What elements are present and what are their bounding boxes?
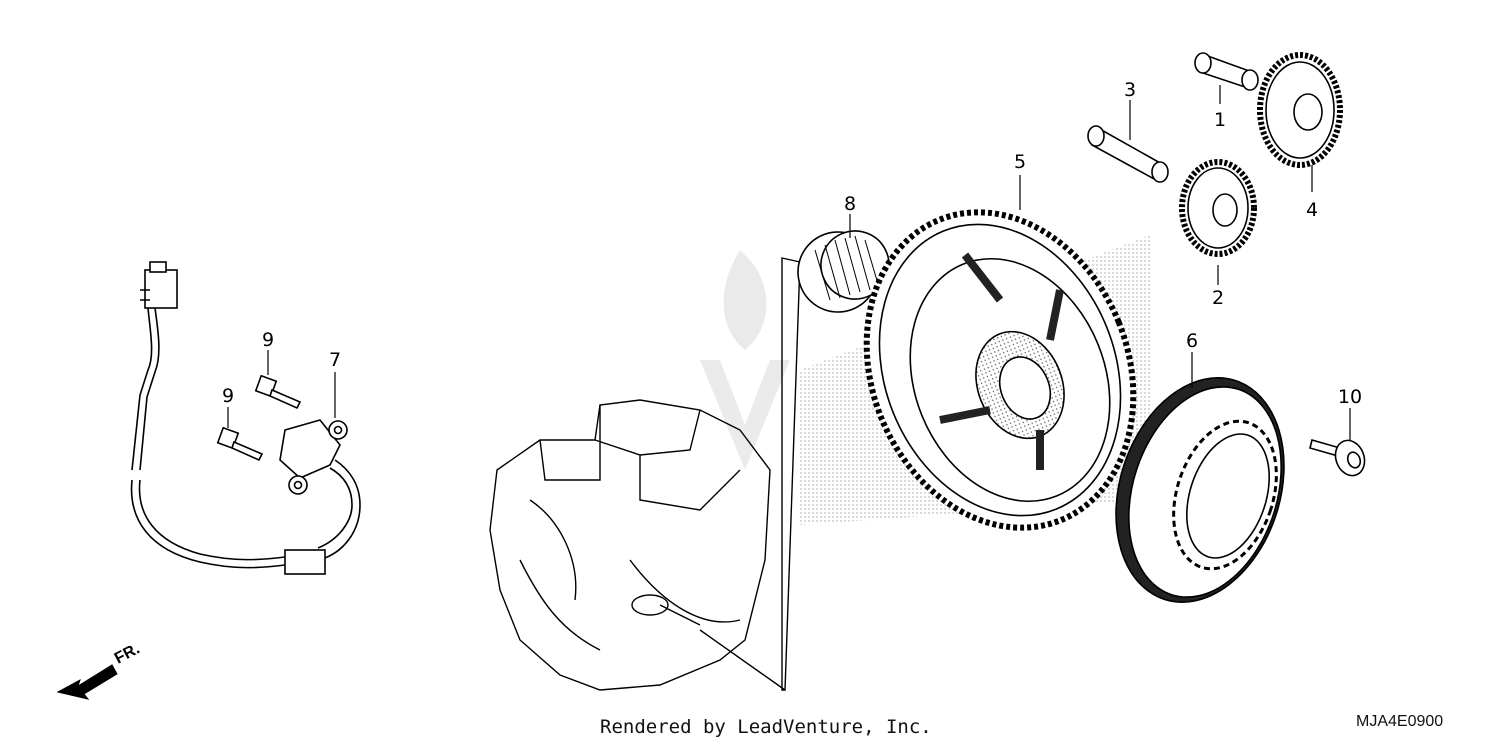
callout-9-lower: 9 xyxy=(222,385,234,407)
starter-driven-gear-5 xyxy=(863,209,1137,531)
diagram-code: MJA4E0900 xyxy=(1356,713,1444,730)
callout-1: 1 xyxy=(1214,109,1226,131)
reduction-gear-4 xyxy=(1257,52,1343,168)
front-direction-arrow: FR. xyxy=(56,640,143,700)
callout-9-upper: 9 xyxy=(262,329,274,351)
callout-8: 8 xyxy=(844,193,856,215)
callout-2: 2 xyxy=(1212,287,1224,309)
watermark-logo xyxy=(700,250,790,470)
direction-label: FR. xyxy=(112,640,143,667)
callout-10: 10 xyxy=(1338,386,1362,408)
bolt-9-upper xyxy=(254,374,302,410)
shaft-1 xyxy=(1194,52,1259,91)
shaft-3 xyxy=(1087,125,1169,183)
idle-gear-2 xyxy=(1179,159,1257,257)
needle-bearing-8 xyxy=(797,230,890,313)
sensor-harness xyxy=(130,261,361,575)
callout-6: 6 xyxy=(1186,330,1198,352)
bolt-9-lower xyxy=(216,426,264,462)
callout-4: 4 xyxy=(1306,199,1318,221)
leader-lines xyxy=(227,85,1351,440)
credit-text: Rendered by LeadVenture, Inc. xyxy=(600,716,932,738)
callout-7: 7 xyxy=(329,349,341,371)
bolt-10 xyxy=(1309,439,1366,477)
divider-bracket xyxy=(699,257,801,691)
callout-5: 5 xyxy=(1014,151,1026,173)
engine-block xyxy=(489,399,771,691)
callout-3: 3 xyxy=(1124,79,1136,101)
one-way-clutch-6 xyxy=(1115,377,1285,603)
